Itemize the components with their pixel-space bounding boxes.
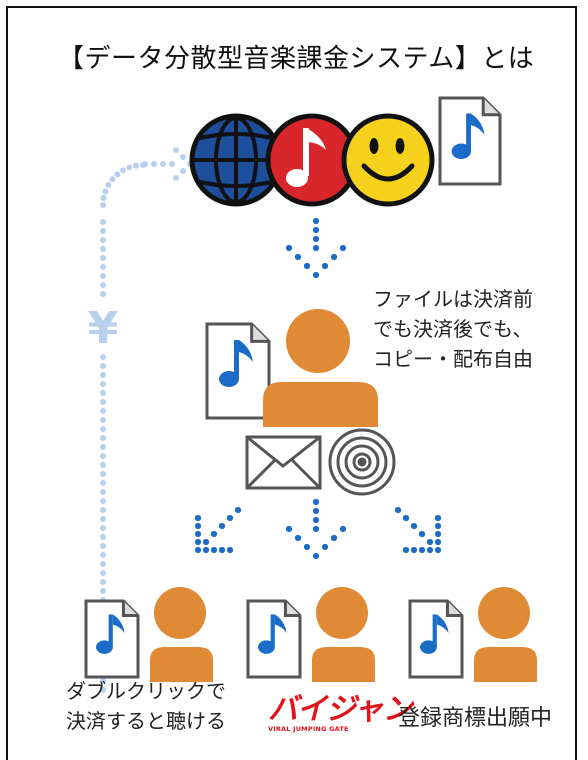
- music-note-glyph: [258, 614, 287, 654]
- music-file-icon: [205, 322, 271, 420]
- music-file-icon: [438, 96, 502, 186]
- music-file-icon: [246, 599, 302, 679]
- brand-logo: バイジャン VIRAL JUMPING GATE: [268, 692, 412, 734]
- yen-icon: ¥: [88, 303, 119, 354]
- down-arrow: [285, 217, 347, 279]
- music-note-glyph: [420, 614, 449, 654]
- copy-distribution-note: ファイルは決済前 でも決済後でも、 コピー・配布自由: [373, 284, 533, 374]
- note-line: ダブルクリックで: [66, 679, 226, 703]
- diagram-title: 【データ分散型音楽課金システム】とは: [58, 44, 535, 74]
- music-note-glyph: [96, 614, 125, 654]
- person-icon: [474, 587, 537, 682]
- smiley-icon: [341, 113, 435, 207]
- music-file-icon: [84, 599, 140, 679]
- person-icon: [263, 309, 378, 427]
- brand-tagline: VIRAL JUMPING GATE: [268, 725, 349, 733]
- note-line: でも決済後でも、: [373, 317, 533, 341]
- disc-icon: [328, 428, 396, 496]
- music-file-icon: [408, 599, 464, 679]
- music-note-glyph: [451, 113, 485, 159]
- envelope-icon: [245, 435, 322, 490]
- down-arrow: [285, 498, 347, 560]
- note-line: ファイルは決済前: [373, 287, 533, 311]
- double-click-note: ダブルクリックで 決済すると聴ける: [66, 676, 226, 736]
- down-right-arrow: [394, 506, 442, 554]
- note-line: 決済すると聴ける: [66, 709, 226, 733]
- svg-text:¥: ¥: [88, 303, 119, 354]
- person-icon: [312, 587, 375, 682]
- brand-name: バイジャン: [268, 692, 412, 727]
- trademark-status: 登録商標出願中: [398, 706, 553, 731]
- note-line: コピー・配布自由: [373, 347, 533, 371]
- down-left-arrow: [194, 506, 242, 554]
- music-note-glyph: [219, 340, 253, 387]
- person-icon: [150, 587, 213, 682]
